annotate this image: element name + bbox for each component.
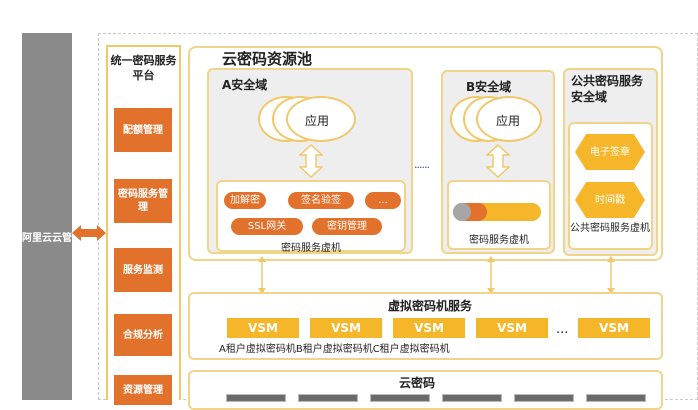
hsm-device [586, 394, 646, 402]
domain-a-app-label: 应用 [305, 114, 330, 128]
pill-more: ... [365, 192, 401, 209]
cipher-title: 云密码 [399, 376, 436, 390]
domain-b-title: B安全域 [466, 80, 512, 94]
vsm-block: VSM [476, 318, 548, 338]
mgmt-item-resource: 资源管理 [114, 375, 172, 405]
vsm-ellipsis: ... [556, 322, 569, 337]
hex-timestamp: 时间戳 [575, 182, 645, 218]
vsm-block: VSM [227, 318, 299, 338]
hsm-device [226, 394, 286, 402]
vsm-block: VSM [578, 318, 650, 338]
hsm-device [514, 394, 574, 402]
domain-b-vm-label: 密码服务虚机 [469, 235, 529, 246]
management-platform-title: 统一密码服务平台 [110, 54, 177, 82]
hsm-device [298, 394, 358, 402]
vsm-block: VSM [393, 318, 465, 338]
hsm-device [442, 394, 502, 402]
domain-b-app-label: 应用 [496, 114, 521, 128]
domain-a-vm-label: 密码服务虚机 [281, 243, 341, 254]
mgmt-item-compliance: 合规分析 [114, 314, 172, 356]
connector-arrow-icon [607, 256, 615, 294]
pill-encrypt-decrypt: 加解密 [224, 192, 266, 209]
cloud-management-label: 阿里云云管 [22, 233, 72, 244]
app-circle-front [476, 96, 542, 142]
vsm-service-title: 虚拟密码机服务 [388, 299, 473, 313]
pill-sign-verify: 签名验签 [288, 192, 354, 209]
connector-arrow-icon [487, 256, 495, 294]
hsm-device [370, 394, 430, 402]
connector-arrow-icon [258, 256, 266, 294]
bidirectional-arrow-icon [72, 225, 106, 241]
pool-title: 云密码资源池 [222, 50, 313, 68]
hex-e-signature: 电子签章 [575, 134, 645, 170]
public-domain-title: 公共密码服务 安全域 [571, 74, 644, 104]
domain-ellipsis: ...... [414, 158, 430, 171]
domain-a-title: A安全域 [222, 78, 268, 92]
mgmt-item-quota: 配额管理 [114, 108, 172, 152]
mgmt-item-monitoring: 服务监测 [114, 248, 172, 292]
mgmt-item-crypto-service: 密码服务管理 [114, 179, 172, 223]
pill-key-management: 密钥管理 [312, 218, 382, 235]
double-arrow-vertical-icon [299, 144, 323, 178]
app-circle-front [286, 96, 356, 142]
vsm-block: VSM [310, 318, 382, 338]
tenant-vsm-labels: A租户虚拟密码机B租户虚拟密码机C租户虚拟密码机 [219, 344, 450, 355]
service-pill-stack-icon [453, 203, 541, 221]
pill-ssl-gateway: SSL网关 [231, 218, 303, 235]
cloud-management-bar [22, 33, 72, 400]
public-vm-label: 公共密码服务虚机 [570, 223, 650, 234]
double-arrow-vertical-icon [486, 144, 510, 178]
